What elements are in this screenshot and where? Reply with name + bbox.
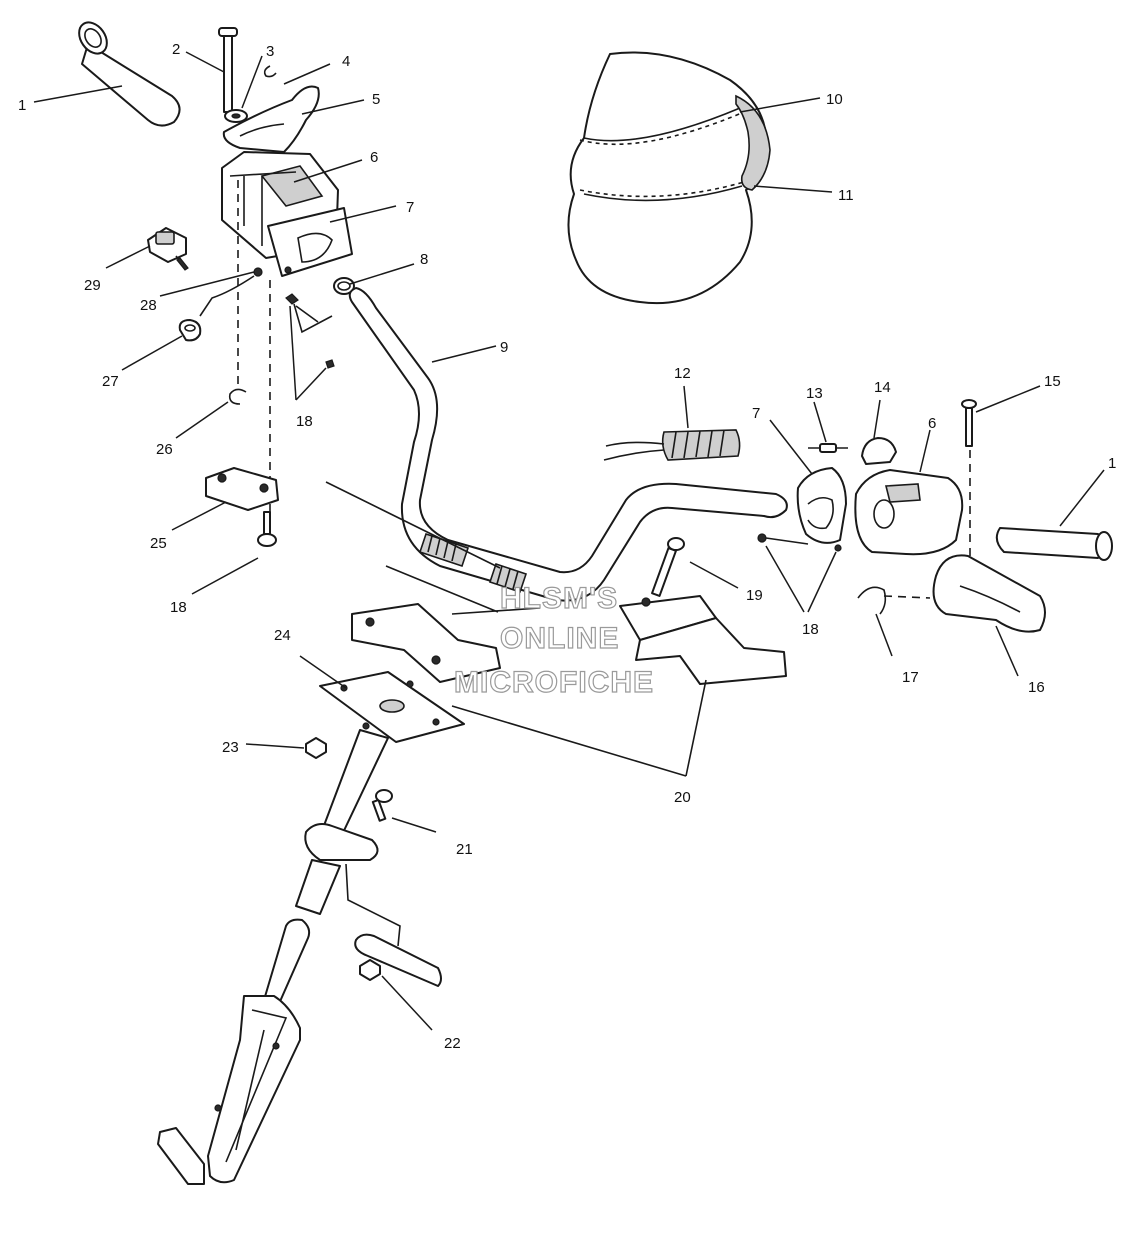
assembly-leader-lower: [345, 863, 401, 947]
watermark: HLSM'S ONLINE MICROFICHE: [453, 581, 654, 699]
callout-26: 26: [156, 441, 173, 458]
steering-pin: [354, 933, 442, 987]
right-housing-cover: [796, 467, 847, 544]
e-clip: [263, 65, 277, 78]
steering-mount-plate: [319, 671, 465, 743]
callout-10: 10: [826, 91, 843, 108]
callout-16: 16: [1028, 679, 1045, 696]
mount-nut: [305, 737, 327, 759]
kill-switch: [147, 227, 189, 271]
left-housing-cover: [267, 207, 353, 277]
handlebar: [348, 287, 788, 602]
callout-14: 14: [874, 379, 891, 396]
callout-1-left-grip: 1: [18, 97, 26, 114]
callout-25: 25: [150, 535, 167, 552]
callout-2: 2: [172, 41, 180, 58]
housing-plug: [333, 277, 355, 295]
callout-5: 5: [372, 91, 380, 108]
callout-19: 19: [746, 587, 763, 604]
callout-11: 11: [838, 187, 854, 204]
steering-post: [295, 729, 389, 915]
right-housing-screws: [757, 533, 842, 552]
right-throttle-housing: [854, 469, 964, 556]
callout-7-right: 7: [752, 405, 760, 422]
pivot-pin: [961, 399, 977, 447]
clamp-bolt: [651, 537, 685, 597]
left-handlebar-grip: [78, 21, 181, 127]
callout-21: 21: [456, 841, 473, 858]
callout-23: 23: [222, 739, 239, 756]
callout-28: 28: [140, 297, 157, 314]
handlebar-pad: [567, 51, 771, 305]
callout-29: 29: [84, 277, 101, 294]
callout-18-plate: 18: [170, 599, 187, 616]
callout-9: 9: [500, 339, 508, 356]
callout-1-right-grip: 1: [1108, 455, 1116, 472]
throttle-lever: [222, 85, 320, 153]
lower-clamp-plate: [205, 467, 279, 511]
resistor: [808, 443, 848, 453]
callout-8: 8: [420, 251, 428, 268]
callout-18-left: 18: [296, 413, 313, 430]
callout-15: 15: [1044, 373, 1061, 390]
callout-7-left: 7: [406, 199, 414, 216]
washer: [224, 109, 248, 123]
callout-13: 13: [806, 385, 823, 402]
kill-switch-wire: [178, 267, 263, 342]
steering-pin-nut: [359, 959, 381, 981]
callout-20: 20: [674, 789, 691, 806]
callout-17: 17: [902, 669, 919, 686]
upper-handlebar-clamps: [351, 595, 787, 685]
retaining-clip: [228, 388, 247, 405]
grip-heater: [603, 429, 741, 461]
switch-cap: [861, 437, 897, 465]
callout-12: 12: [674, 365, 691, 382]
right-throttle-lever: [932, 554, 1046, 633]
watermark-line-2: ONLINE: [500, 622, 619, 655]
callout-18-right: 18: [802, 621, 819, 638]
callout-27: 27: [102, 373, 119, 390]
callout-labels: 1 2 3 4 5 6 7 8 9 10 11 12 13 14 15 16 1…: [18, 41, 1116, 1052]
callout-6-right: 6: [928, 415, 936, 432]
callout-24: 24: [274, 627, 291, 644]
callout-6-left: 6: [370, 149, 378, 166]
leader-lines: [33, 51, 1105, 1031]
plate-screw: [257, 511, 277, 547]
bushing-clip: [857, 586, 931, 615]
callout-4: 4: [342, 53, 350, 70]
assembly-leaders-center: [325, 481, 707, 777]
watermark-line-1: HLSM'S: [500, 582, 618, 615]
post-screw: [371, 789, 393, 822]
callout-3: 3: [266, 43, 274, 60]
watermark-line-3: MICROFICHE: [454, 666, 654, 699]
right-handlebar-grip: [995, 527, 1113, 561]
housing-screws: [285, 293, 335, 369]
callout-22: 22: [444, 1035, 461, 1052]
throttle-pivot-bolt: [218, 27, 238, 113]
lower-steering-shaft: [157, 918, 311, 1185]
